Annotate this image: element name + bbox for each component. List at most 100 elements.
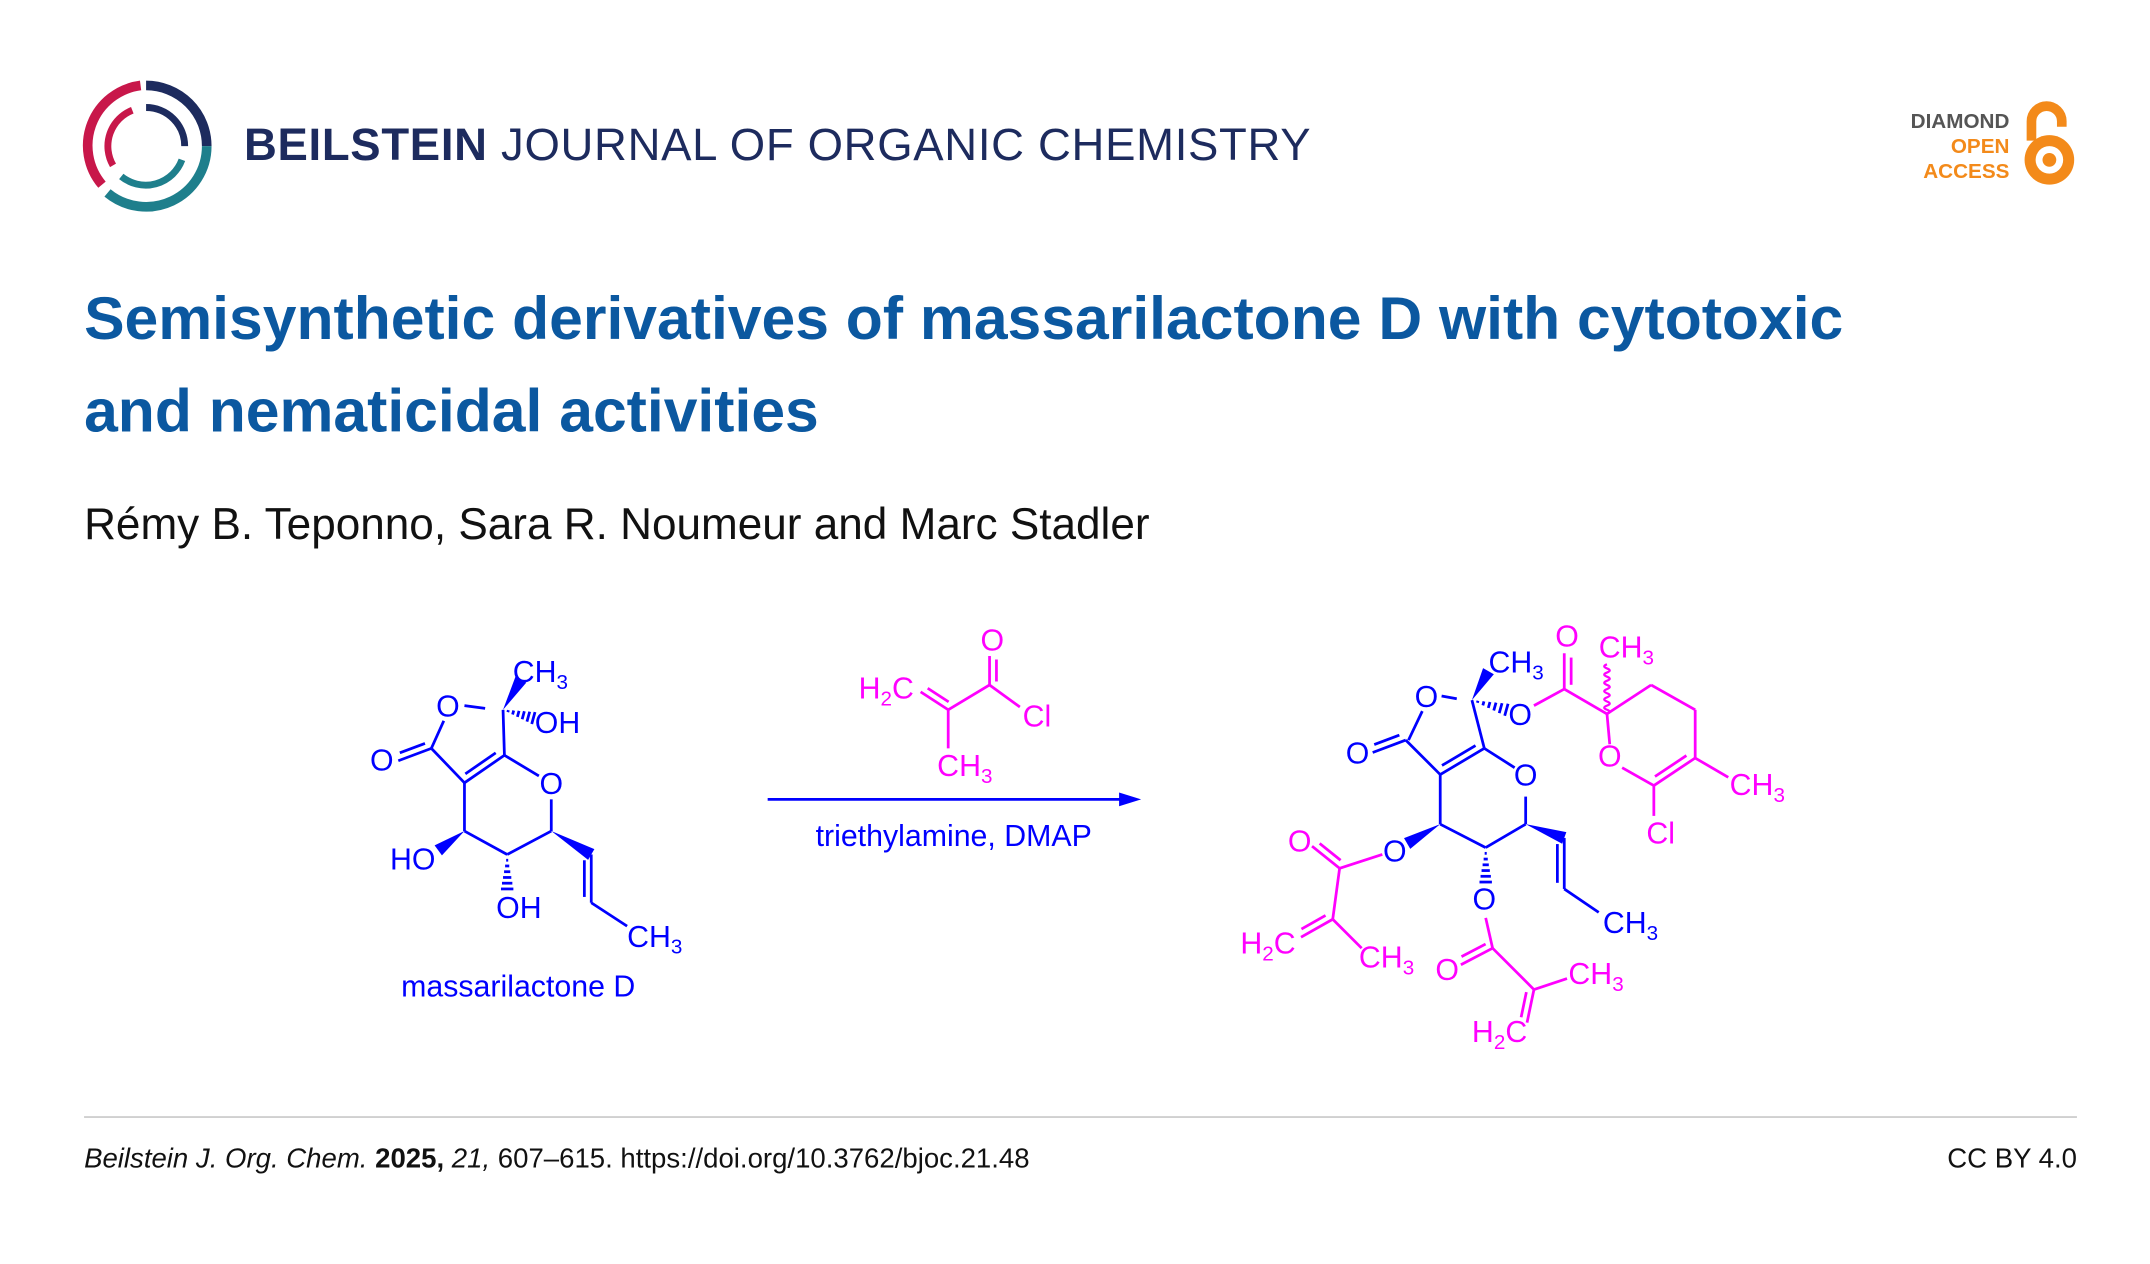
double-bond [464,751,497,775]
p-o-left-label: O [1383,835,1407,868]
article-title-line-1: Semisynthetic derivatives of massarilact… [84,285,1844,353]
hashed-bond [506,709,510,713]
p-o-bottom-label: O [1473,884,1497,917]
double-bond [919,690,949,711]
single-bond [1563,887,1600,914]
citation: Beilstein J. Org. Chem. 2025, 21, 607–61… [84,1144,1030,1176]
double-bond [1654,754,1688,778]
single-bond [1407,710,1424,741]
hashed-bond [516,710,521,718]
single-bond [988,683,1021,709]
wedge-bond [434,831,465,856]
single-bond [1621,766,1655,787]
reagent-cl-label: Cl [1023,700,1052,733]
double-bond [1460,946,1494,966]
sm-o-ring-label: O [436,691,460,724]
double-bond [1300,918,1334,939]
badge-access: ACCESS [1923,159,2010,184]
wedge-bond [503,676,527,710]
single-bond [1605,713,1612,745]
p-r-ch3-label: CH3 [1730,769,1785,807]
double-bond [1372,738,1407,754]
single-bond [506,829,552,856]
p-o-ester-label: O [1508,699,1532,732]
p-b-carbonyl-o-label: O [1435,954,1459,987]
reaction-conditions: triethylamine, DMAP [816,820,1092,853]
single-bond [1650,683,1696,711]
open-lock-icon [2024,101,2075,185]
p-b-h2c-label: H2C [1472,1016,1527,1054]
single-bond [1441,694,1458,701]
single-bond [1485,822,1527,849]
footer-divider [84,1116,2077,1118]
wavy-bond [1603,663,1611,715]
single-bond [1331,868,1341,920]
p-vinyl-ch3-label: CH3 [1603,907,1658,945]
journal-name-bold: BEILSTEIN [243,118,488,170]
single-bond [1533,977,1568,991]
sm-pyran-o-label: O [539,768,563,801]
double-bond [1441,744,1477,767]
starting-material-name: massarilactone D [401,970,635,1003]
sm-ho-label: HO [390,844,435,877]
hashed-bond [1492,702,1498,711]
single-bond [464,704,486,710]
reagent-h2c-label: H2C [859,673,914,711]
double-bond [1373,733,1400,746]
single-bond [590,901,628,928]
p-o-ring-label: O [1415,681,1439,714]
double-bond [1439,747,1486,776]
double-bond [463,754,506,784]
wedge-bond [551,831,595,860]
single-bond [1404,739,1442,776]
beilstein-logo-icon [82,80,212,212]
double-bond [399,742,426,755]
single-bond [430,720,446,749]
double-bond [1460,942,1487,958]
citation-volume: 21, [451,1143,491,1175]
p-carbonyl-o-label: O [1346,738,1370,771]
double-bond [1653,756,1696,787]
wedge-bond [1525,824,1567,844]
citation-doi-link[interactable]: 607–615. https://doi.org/10.3762/bjoc.21… [497,1143,1030,1175]
single-bond [1606,683,1652,716]
double-bond [1318,842,1342,862]
badge-diamond: DIAMOND [1910,110,2010,134]
double-bond [926,687,950,704]
p-r-cl-label: Cl [1646,817,1675,850]
hashed-bond [1503,703,1510,717]
single-bond [947,683,991,711]
single-bond [430,747,466,784]
badge-open: OPEN [1950,135,2010,159]
single-bond [1470,699,1486,749]
citation-journal: Beilstein J. Org. Chem. [84,1143,368,1175]
hashed-bond [530,711,537,725]
sm-oh-bottom-label: OH [496,892,541,925]
single-bond [1491,947,1535,991]
single-bond [1331,918,1363,950]
hashed-bond [1481,700,1486,706]
article-title-line-2: and nematicidal activities [84,377,819,446]
double-bond [1311,845,1341,870]
single-bond [501,709,506,756]
authors: Rémy B. Teponno, Sara R. Noumeur and Mar… [84,498,1150,549]
hashed-bond [1486,701,1492,709]
single-bond [1439,822,1487,849]
single-bond [1533,687,1565,707]
single-bond [503,754,540,778]
p-l-h2c-label: H2C [1240,928,1295,966]
journal-name-rest: JOURNAL OF ORGANIC CHEMISTRY [501,118,1312,170]
wedge-bond [1471,668,1494,701]
hashed-bond [520,710,526,720]
sm-vinyl-ch3-label: CH3 [627,921,682,959]
single-bond [1694,756,1729,779]
hashed-bond [1497,702,1504,714]
p-l-ch3-label: CH3 [1359,941,1414,979]
sm-oh-label: OH [535,707,580,740]
hashed-bond [1476,700,1480,704]
sm-ch3-label: CH3 [513,656,568,694]
p-b-ch3-label: CH3 [1568,958,1623,996]
single-bond [1339,853,1383,870]
double-bond [1519,991,1528,1018]
